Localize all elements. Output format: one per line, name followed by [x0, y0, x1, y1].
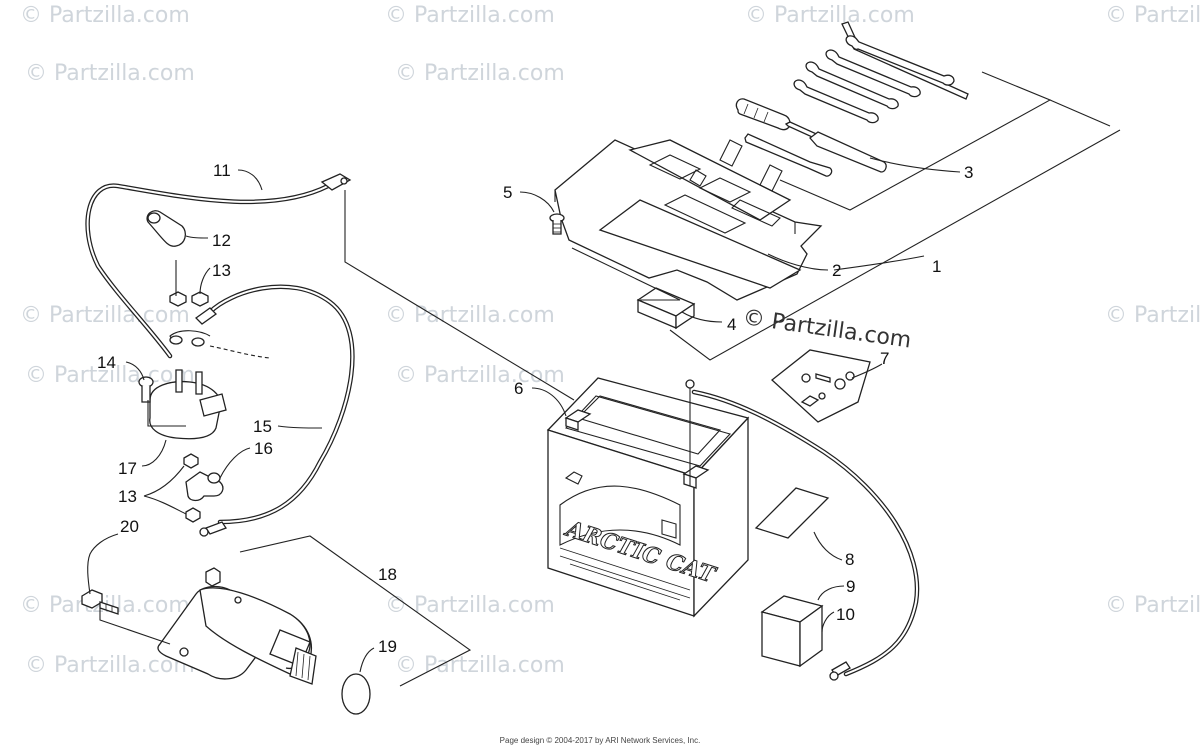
starter-motor	[157, 567, 317, 685]
nut	[183, 453, 201, 523]
callout-13: 13	[118, 487, 137, 506]
terminal-boot	[185, 471, 224, 502]
callout-13: 13	[212, 261, 231, 280]
watermark: © Partzilla.com	[395, 653, 565, 678]
hardware-kit	[770, 349, 871, 423]
callout-2: 2	[832, 261, 841, 280]
solenoid-cable	[85, 173, 352, 359]
leader-line	[1049, 99, 1111, 127]
watermark: © Partzilla.com	[385, 303, 555, 328]
leader-line	[99, 608, 171, 645]
callout-7: 7	[880, 349, 889, 368]
callout-17: 17	[118, 459, 137, 478]
watermark: © Partzilla.com	[20, 303, 190, 328]
callout-15: 15	[253, 417, 272, 436]
callout-14: 14	[97, 353, 116, 372]
terminal-boot	[146, 210, 187, 247]
callout-20: 20	[120, 517, 139, 536]
center-watermark: © Partzilla.com	[741, 305, 913, 353]
watermark: © Partzilla.com	[395, 363, 565, 388]
watermark: © Partzilla.com	[745, 3, 915, 28]
callout-16: 16	[254, 439, 273, 458]
starter-solenoid	[149, 330, 271, 440]
mounting-screw	[138, 376, 154, 403]
callout-10: 10	[836, 605, 855, 624]
page-footer: Page design © 2004-2017 by ARI Network S…	[499, 736, 701, 745]
callout-3: 3	[964, 163, 973, 182]
tool-kit	[735, 21, 1111, 211]
watermark: © Partzilla.com	[25, 61, 195, 86]
callout-1: 1	[932, 257, 941, 276]
o-ring	[341, 673, 371, 715]
watermark: © Partzilla.com	[1105, 593, 1200, 618]
watermark: © Partzilla.com	[395, 61, 565, 86]
watermark: © Partzilla.com	[1105, 303, 1200, 328]
callout-19: 19	[378, 637, 397, 656]
callout-9: 9	[846, 577, 855, 596]
leader-line	[147, 400, 186, 427]
leader-line	[571, 247, 681, 301]
watermark: © Partzilla.com	[20, 3, 190, 28]
screw	[549, 213, 565, 235]
battery-cable	[685, 379, 920, 681]
watermark-layer: © Partzilla.com © Partzilla.com © Partzi…	[20, 3, 1200, 678]
tool-tray	[554, 139, 823, 301]
battery-foam-pad	[760, 595, 824, 668]
watermark: © Partzilla.com	[385, 3, 555, 28]
leader-line	[669, 129, 1121, 361]
watermark: © Partzilla.com	[385, 593, 555, 618]
callout-18: 18	[378, 565, 397, 584]
callout-12: 12	[212, 231, 231, 250]
battery: ARCTIC CAT	[546, 377, 750, 618]
callout-8: 8	[845, 550, 854, 569]
battery-decal	[754, 487, 830, 539]
starter-bolt	[81, 589, 119, 615]
starter-cable	[194, 284, 355, 537]
nut	[169, 291, 209, 307]
leader-line	[344, 190, 575, 401]
callout-11: 11	[213, 161, 231, 180]
callout-5: 5	[503, 183, 512, 202]
leader-line	[779, 71, 1052, 211]
watermark: © Partzilla.com	[1105, 3, 1200, 28]
foam-pad	[636, 287, 696, 330]
leader-line	[239, 535, 472, 687]
watermark: © Partzilla.com	[25, 653, 195, 678]
callout-4: 4	[727, 315, 736, 334]
callouts: 1 2 3 4 5 6 8 9 10 11 12 13	[87, 157, 973, 673]
callout-6: 6	[514, 379, 523, 398]
